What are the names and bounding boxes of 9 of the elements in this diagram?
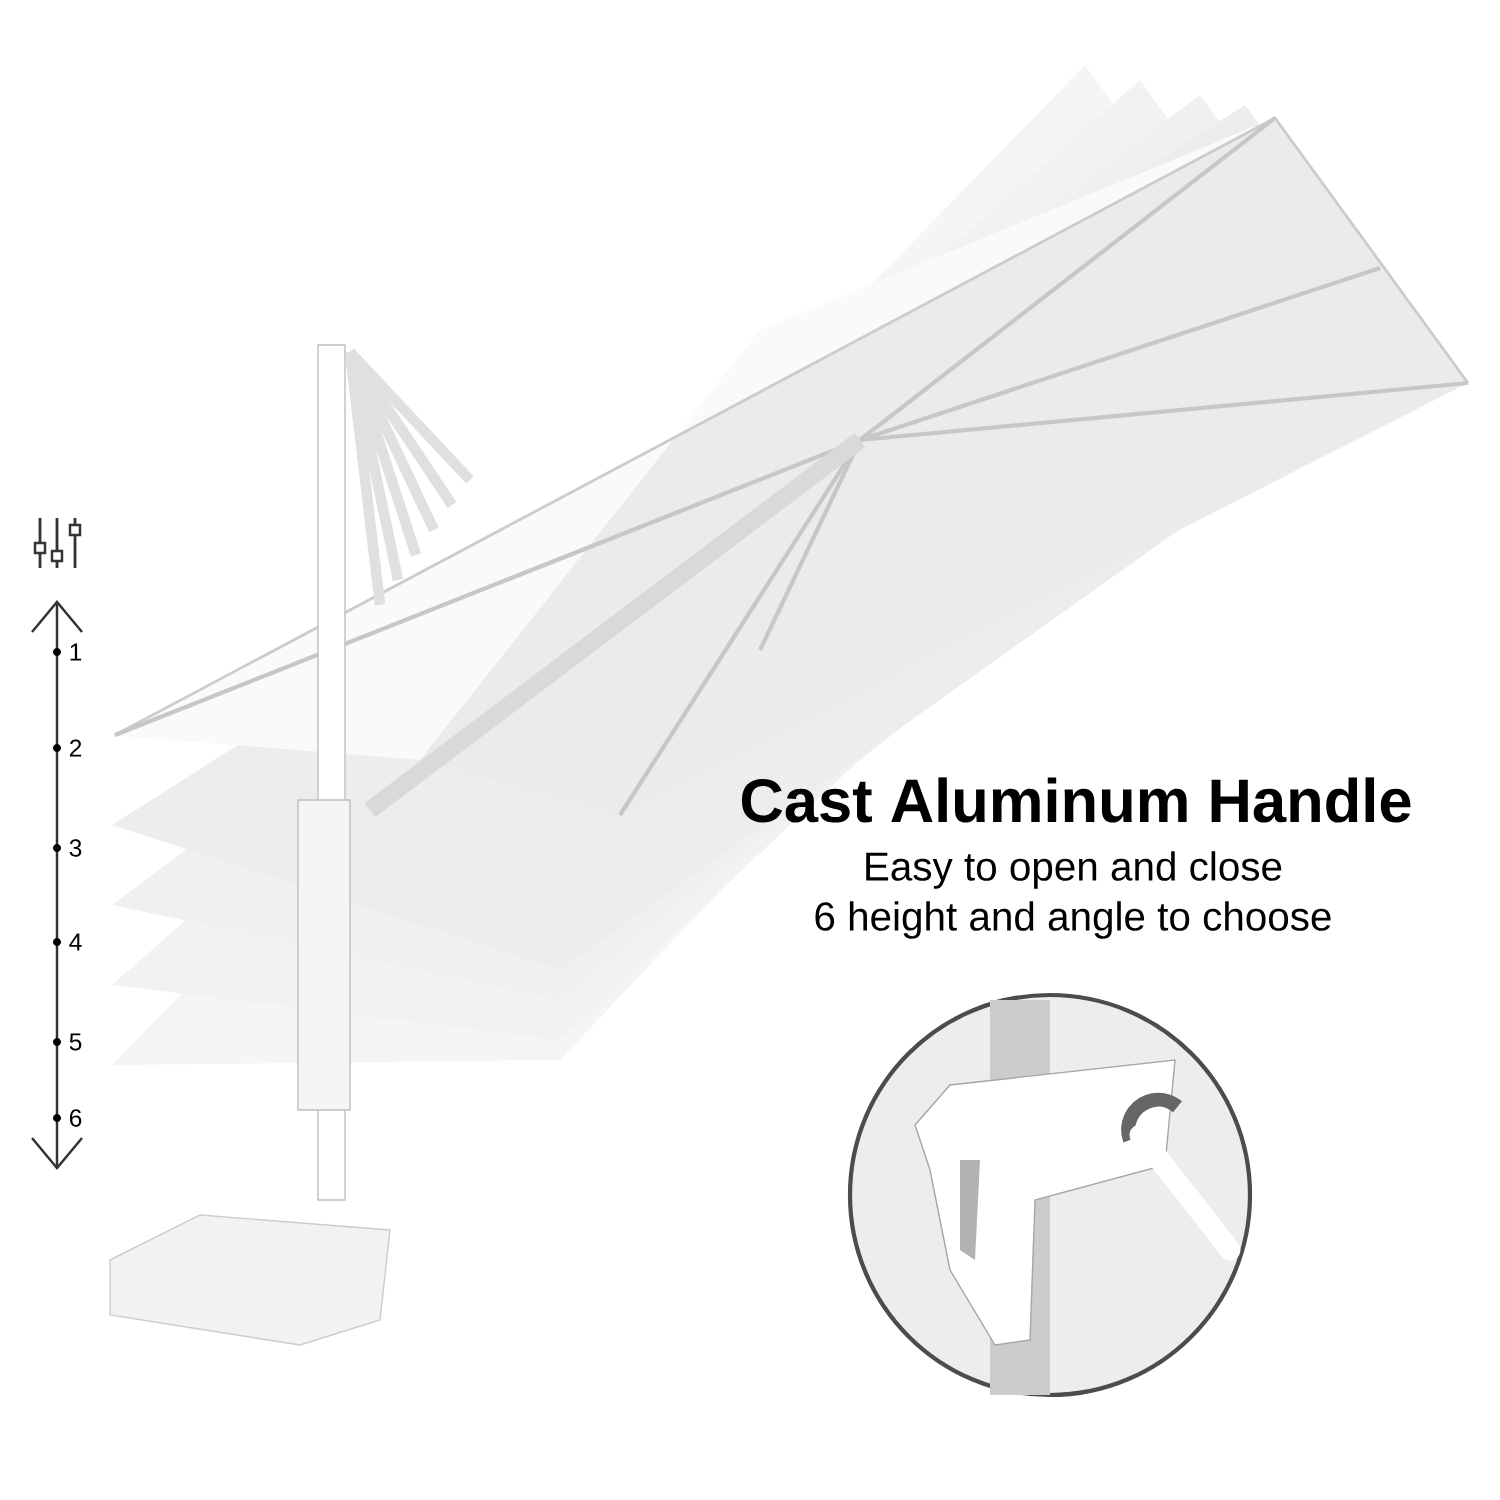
level-number: 3 xyxy=(69,839,82,857)
level-number: 1 xyxy=(70,643,82,661)
level-number: 5 xyxy=(69,1033,82,1051)
level-number: 6 xyxy=(69,1109,82,1127)
subtitle-text: 6 height and angle to choose xyxy=(815,901,1331,939)
subtitle-text: Easy to open and close xyxy=(866,851,1282,889)
level-number: 4 xyxy=(69,933,82,951)
level-number: 2 xyxy=(69,739,82,757)
title: Cast Aluminum Handle xyxy=(741,777,1411,823)
